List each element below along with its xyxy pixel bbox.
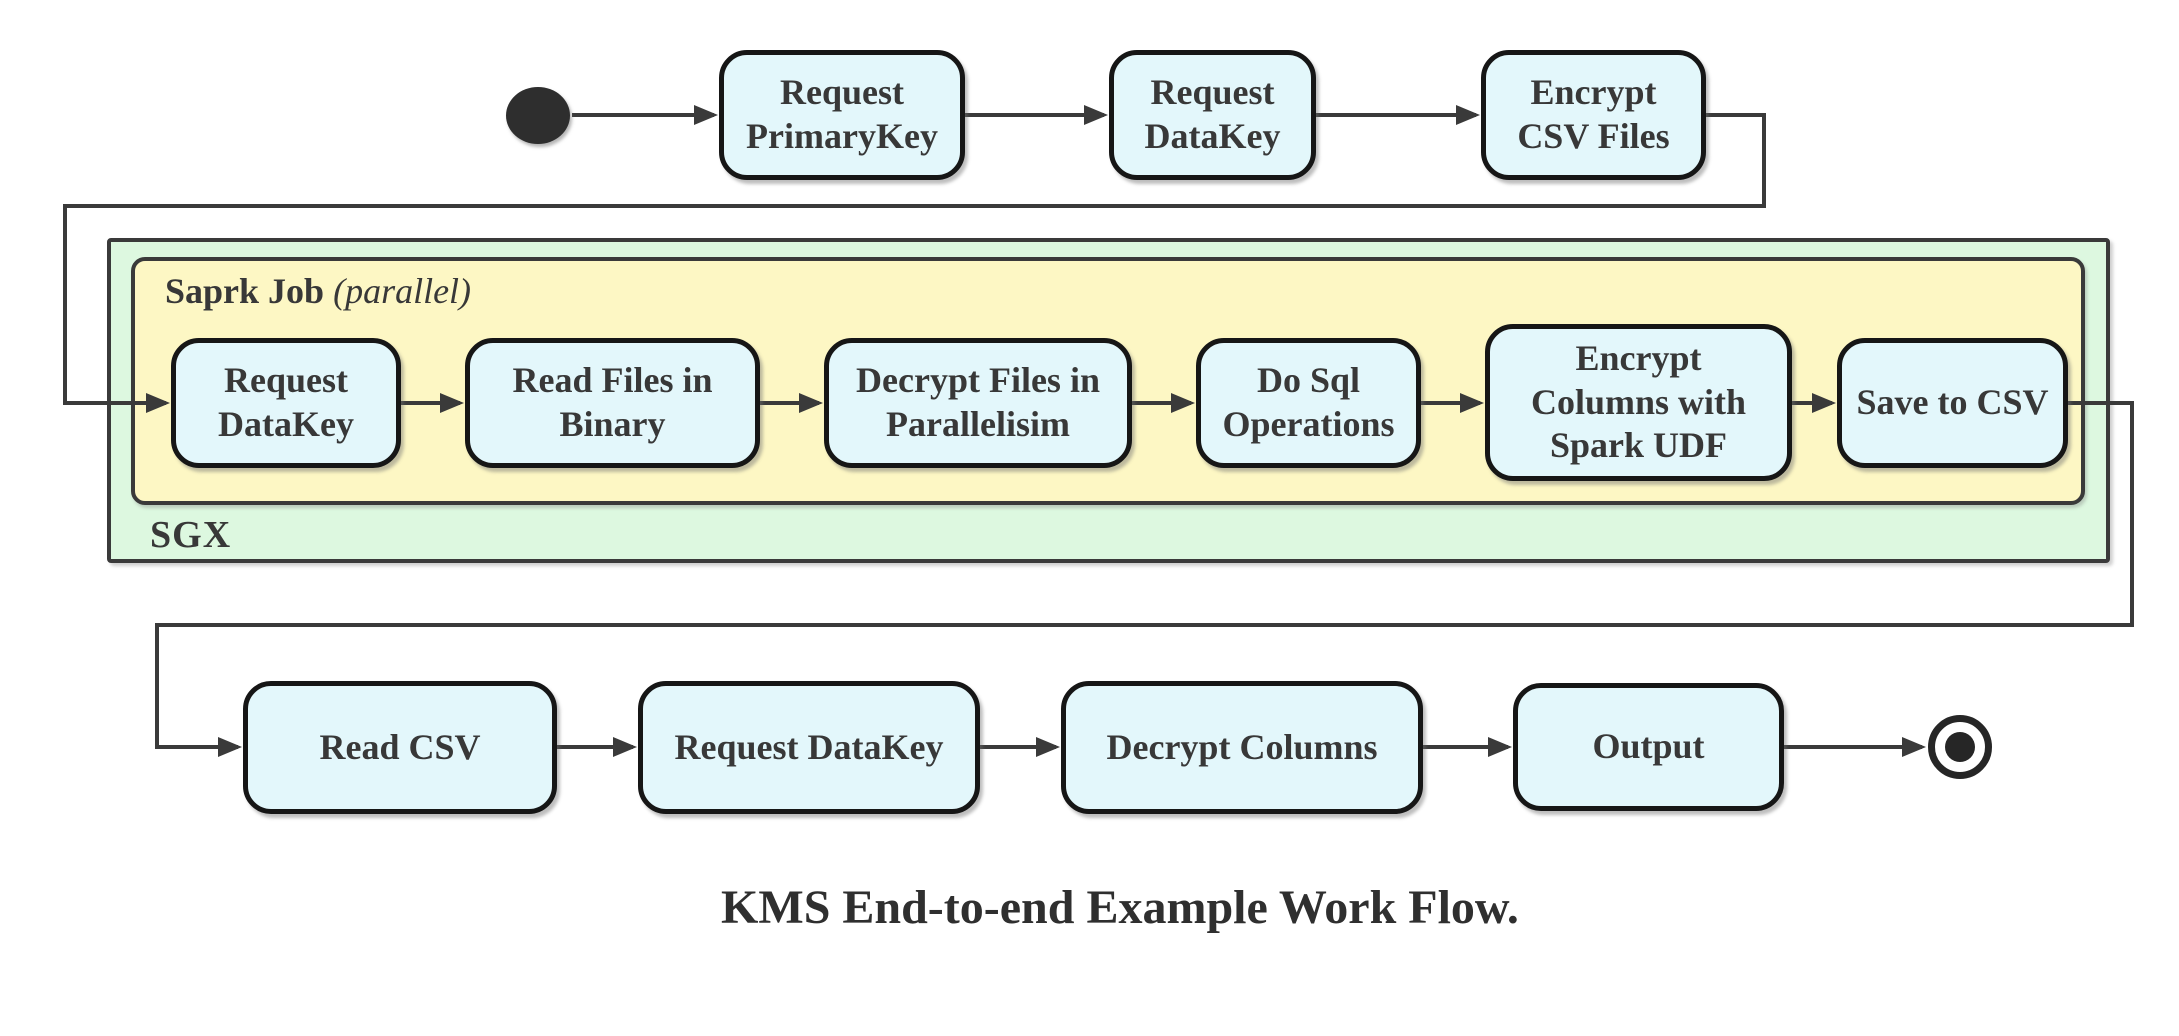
end-node (1928, 715, 1992, 779)
node-read-csv: Read CSV (243, 681, 557, 814)
edge-encrypt-csv-to-sgx-request-datakey (63, 113, 1766, 413)
node-request-primarykey: Request PrimaryKey (719, 50, 965, 180)
node-decrypt-columns: Decrypt Columns (1061, 681, 1423, 814)
spark-job-label: Saprk Job (parallel) (165, 270, 471, 312)
spark-job-qualifier: (parallel) (333, 271, 472, 311)
node-do-sql-operations: Do Sql Operations (1196, 338, 1421, 468)
node-decrypt-files-in-parallelisim: Decrypt Files in Parallelisim (824, 338, 1132, 468)
end-node-dot (1945, 732, 1975, 762)
node-output: Output (1513, 683, 1784, 811)
node-request-datakey-sgx: Request DataKey (171, 338, 401, 468)
edge-save-csv-to-read-csv (155, 401, 2134, 757)
node-encrypt-columns-with-spark-udf: Encrypt Columns with Spark UDF (1485, 324, 1792, 481)
diagram-caption: KMS End-to-end Example Work Flow. (721, 881, 1519, 934)
node-save-to-csv: Save to CSV (1837, 338, 2068, 468)
node-encrypt-csv-files: Encrypt CSV Files (1481, 50, 1706, 180)
node-request-datakey-top: Request DataKey (1109, 50, 1316, 180)
spark-job-title: Saprk Job (165, 271, 325, 311)
node-request-datakey-bottom: Request DataKey (638, 681, 980, 814)
node-read-files-in-binary: Read Files in Binary (465, 338, 760, 468)
start-node (506, 87, 570, 144)
sgx-label: SGX (150, 514, 232, 556)
